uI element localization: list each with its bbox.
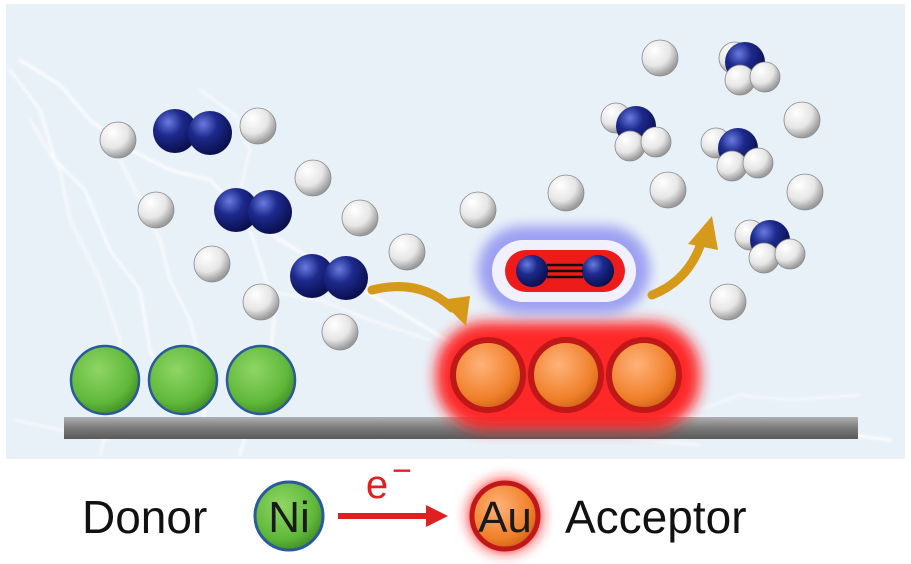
n2-molecule (290, 254, 368, 300)
legend: Donor Ni e − Au Acceptor (82, 452, 747, 552)
legend-ni-symbol: Ni (268, 493, 310, 542)
electron-transfer-arrow (338, 505, 448, 527)
ni-atom (225, 344, 297, 416)
nh3-molecule (734, 219, 806, 274)
acceptor-label: Acceptor (565, 491, 747, 543)
nh3-molecule (700, 127, 774, 182)
n2-molecule (153, 109, 232, 155)
electron-charge: − (392, 452, 412, 490)
nh3-molecule (718, 41, 781, 96)
au-atom (606, 337, 682, 413)
ni-atom (69, 344, 141, 416)
donor-label: Donor (82, 491, 207, 543)
au-atom (528, 337, 604, 413)
desorption-arrow (647, 216, 718, 300)
ammonia-molecules (600, 41, 806, 274)
adsorption-arrow (367, 282, 470, 326)
n-atom (582, 255, 614, 287)
n-atom (516, 255, 548, 287)
legend-ni-circle (253, 480, 325, 552)
activated-n2-molecule (516, 255, 614, 287)
nh3-molecule (600, 102, 672, 162)
ni-atom (147, 344, 219, 416)
legend-au-circle (469, 480, 541, 552)
au-atom (450, 337, 526, 413)
electron-label: e (366, 463, 388, 507)
nickel-atoms (69, 344, 297, 416)
free-n2-molecules (153, 109, 368, 300)
gold-atoms (450, 337, 682, 413)
n2-molecule (214, 188, 292, 234)
legend-au-symbol: Au (478, 493, 532, 542)
hydrogen-atoms (99, 39, 824, 351)
